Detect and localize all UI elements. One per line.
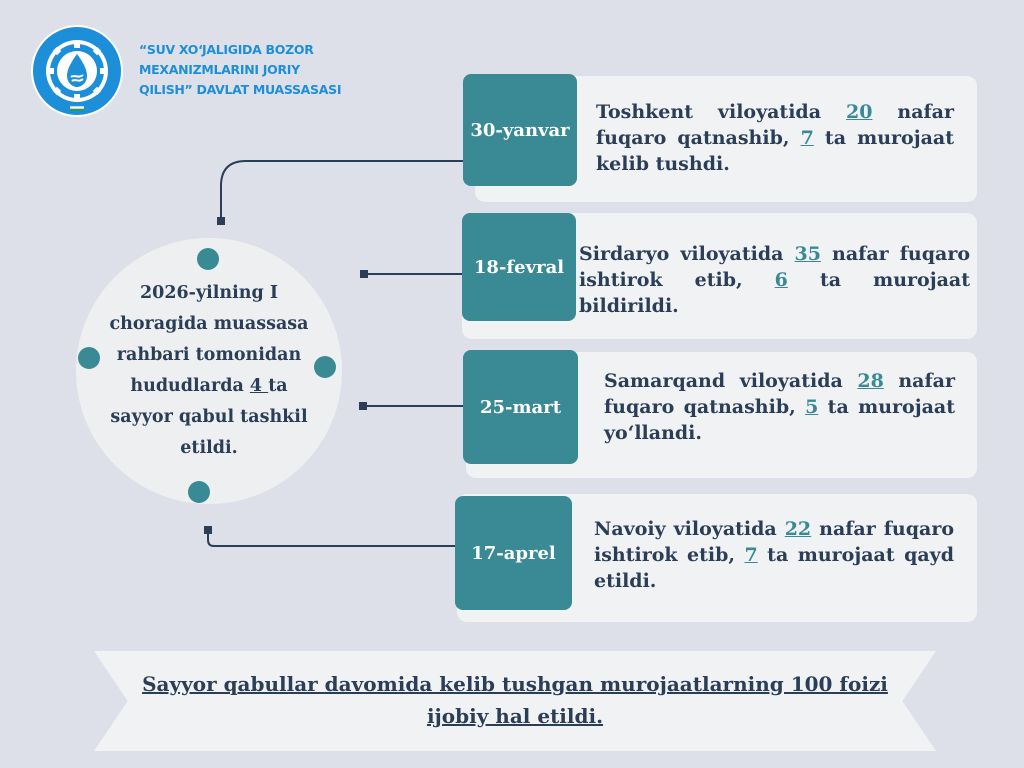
event-text-3: Samarqand viloyatida 28 nafar fuqaro qat…: [604, 370, 955, 444]
appeals-count-2: 6: [774, 269, 788, 291]
connector-1: [220, 160, 472, 221]
organization-name-line-2: MEXANIZMLARINI JORIY: [139, 62, 300, 77]
organization-name: “SUV XO‘JALIGIDA BOZOR MEXANIZMLARINI JO…: [139, 40, 342, 100]
event-text-1: Toshkent viloyatida 20 nafar fuqaro qatn…: [596, 101, 955, 175]
summary-text: 2026-yilning I choragida muassasa rahbar…: [104, 278, 314, 464]
connector-4: [207, 530, 458, 547]
circle-dot-left: [78, 347, 100, 369]
appeals-count-3: 5: [805, 396, 819, 418]
connector-2-endpoint: [360, 270, 368, 278]
summary-text-part-1: 2026-yilning I choragida muassasa rahbar…: [109, 283, 309, 396]
circle-dot-right: [314, 356, 336, 378]
connector-1-endpoint: [217, 217, 225, 225]
participants-count-2: 35: [794, 243, 821, 265]
event-date-1: 30-yanvar: [463, 74, 577, 186]
organization-logo-icon: [31, 25, 123, 117]
event-text-4: Navoiy viloyatida 22 nafar fuqaro ishtir…: [594, 518, 954, 592]
event-date-4: 17-aprel: [455, 496, 572, 610]
organization-name-line-3: QILISH” DAVLAT MUASSASASI: [139, 82, 342, 97]
footer-banner: [94, 651, 936, 751]
appeals-count-1: 7: [800, 127, 814, 149]
circle-dot-bottom: [188, 481, 210, 503]
circle-dot-top: [197, 248, 219, 270]
connector-4-endpoint: [204, 526, 212, 534]
connector-3-endpoint: [359, 402, 367, 410]
event-date-2: 18-fevral: [462, 213, 576, 321]
participants-count-1: 20: [845, 101, 873, 123]
summary-text-part-2: ta sayyor qabul tashkil etildi.: [110, 376, 308, 458]
event-date-3: 25-mart: [463, 350, 578, 464]
participants-count-4: 22: [784, 518, 812, 540]
footer-text: Sayyor qabullar davomida kelib tushgan m…: [142, 672, 888, 728]
participants-count-3: 28: [857, 370, 884, 392]
event-text-2: Sirdaryo viloyatida 35 nafar fuqaro isht…: [579, 243, 970, 317]
summary-count: 4: [249, 376, 269, 396]
appeals-count-4: 7: [744, 544, 758, 566]
summary-circle: 2026-yilning I choragida muassasa rahbar…: [76, 238, 342, 504]
organization-name-line-1: “SUV XO‘JALIGIDA BOZOR: [139, 42, 314, 57]
